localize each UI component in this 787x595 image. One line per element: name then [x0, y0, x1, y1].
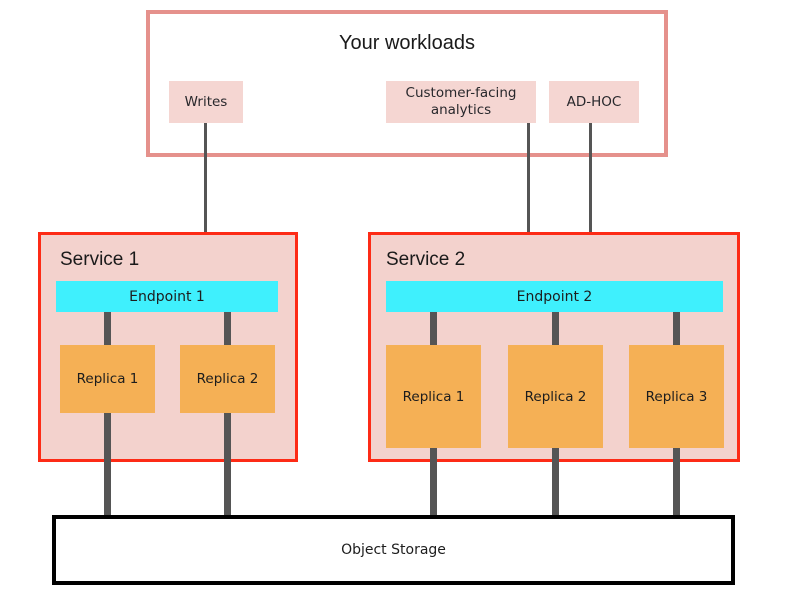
pipe-endpoint1-to-replica1	[104, 312, 111, 345]
workload-chip-customer-facing-analytics[interactable]: Customer-facing analytics	[386, 81, 536, 123]
arrow-line-analytics-to-endpoint-2	[527, 123, 530, 268]
pipe-replica3-s2-down	[673, 448, 680, 519]
pipe-replica2-s2-down	[552, 448, 559, 519]
pipe-replica1-s2-down	[430, 448, 437, 519]
service2-replica-2[interactable]: Replica 2	[508, 345, 603, 448]
pipe-replica2-s1-down	[224, 413, 231, 519]
service1-replica-1[interactable]: Replica 1	[60, 345, 155, 413]
service-1-title: Service 1	[60, 249, 140, 270]
pipe-replica1-s1-down	[104, 413, 111, 519]
workload-chip-writes[interactable]: Writes	[169, 81, 243, 123]
service2-replica-1[interactable]: Replica 1	[386, 345, 481, 448]
pipe-endpoint2-to-replica1	[430, 312, 437, 345]
arrow-line-writes-to-endpoint-1	[204, 123, 207, 268]
pipe-endpoint2-to-replica3	[673, 312, 680, 345]
service2-replica-3[interactable]: Replica 3	[629, 345, 724, 448]
arrow-line-adhoc-to-endpoint-2	[589, 123, 592, 268]
endpoint-2[interactable]: Endpoint 2	[386, 281, 723, 312]
workload-chip-ad-hoc[interactable]: AD-HOC	[549, 81, 639, 123]
your-workloads-title: Your workloads	[338, 32, 475, 54]
service1-replica-2[interactable]: Replica 2	[180, 345, 275, 413]
service-2-title: Service 2	[386, 249, 466, 270]
object-storage-box[interactable]: Object Storage	[52, 515, 735, 585]
pipe-endpoint2-to-replica2	[552, 312, 559, 345]
pipe-endpoint1-to-replica2	[224, 312, 231, 345]
endpoint-1[interactable]: Endpoint 1	[56, 281, 278, 312]
